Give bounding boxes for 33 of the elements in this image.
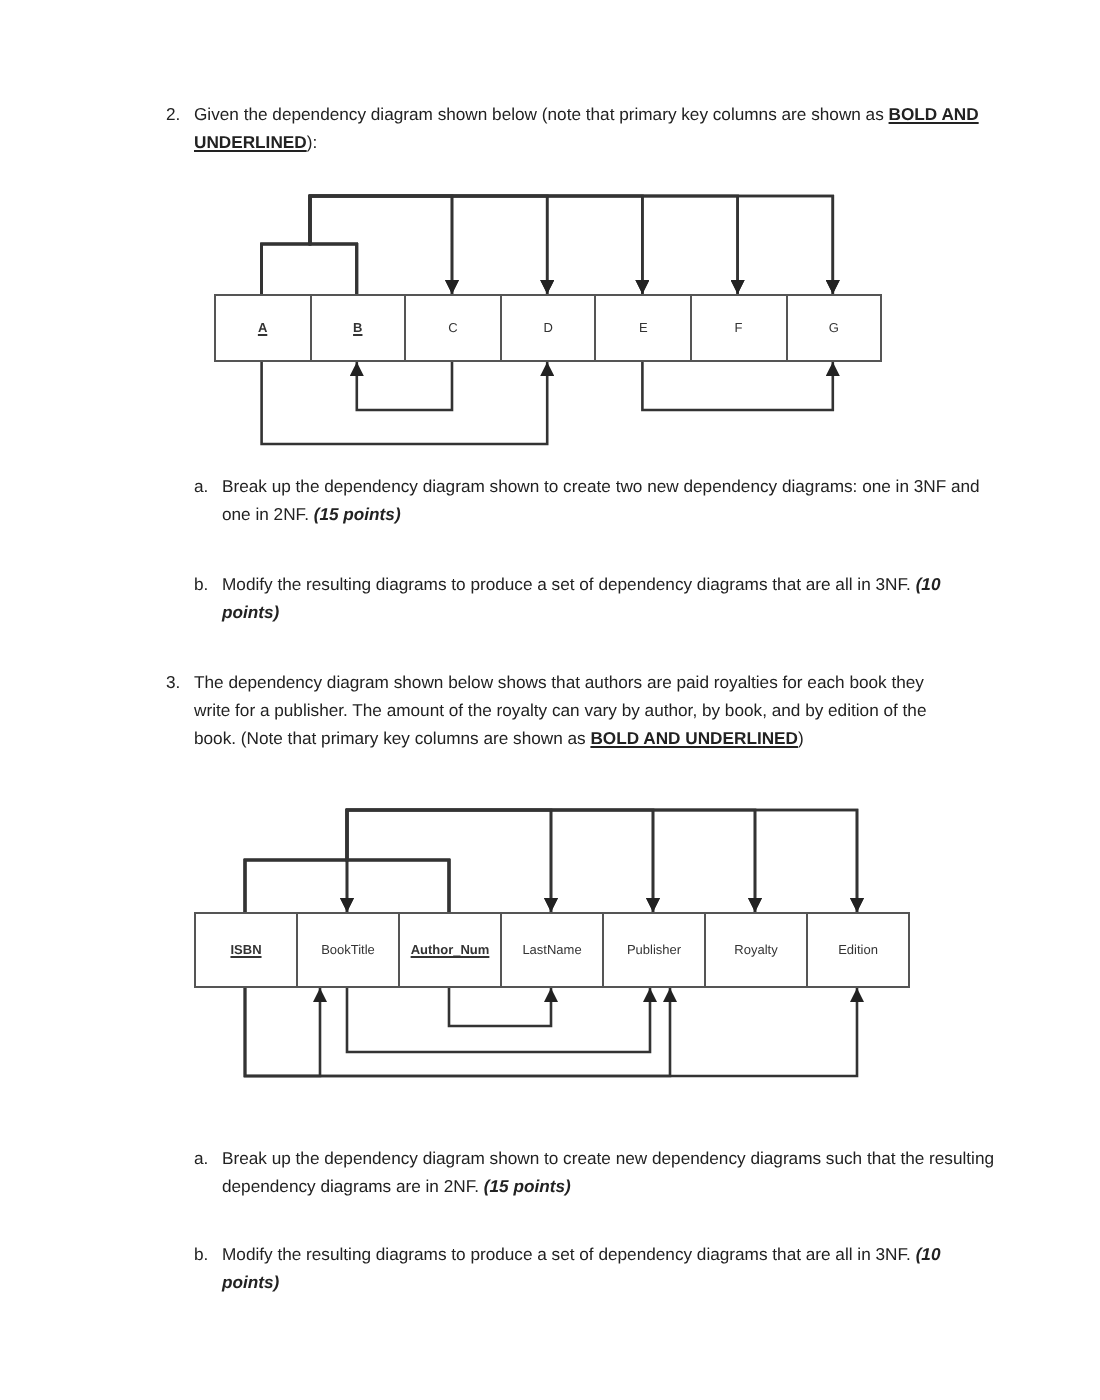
attribute-cell bbox=[296, 912, 400, 988]
attribute-cell bbox=[690, 294, 788, 362]
attribute-cell bbox=[499, 294, 597, 362]
attribute-cell bbox=[594, 294, 692, 362]
dependency-arrow bbox=[260, 362, 555, 446]
question-text: Modify the resulting diagrams to produce a set of dependency diagrams that are all in 3NF. (10 points) bbox=[222, 572, 943, 626]
attribute-cell bbox=[785, 294, 883, 362]
dependency-arrow bbox=[345, 808, 864, 912]
question-text: Modify the resulting diagrams to produce a set of dependency diagrams that are all in 3NF. (10 points) bbox=[222, 1242, 943, 1296]
attribute-cell bbox=[214, 294, 312, 362]
question-text: The dependency diagram shown below shows that authors are paid royalties for each book they write for a publisher. The amount of the royalty can vary by author, by book, and by edition of the book. (Note that primary key columns are shown as BOLD AND UNDERLINED) bbox=[194, 670, 929, 752]
attribute-cell bbox=[194, 912, 298, 988]
attribute-cell bbox=[404, 294, 502, 362]
dependency-arrow bbox=[345, 988, 657, 1054]
attribute-cell bbox=[398, 912, 502, 988]
question-number: a. bbox=[194, 474, 211, 500]
question-number: a. bbox=[194, 1146, 211, 1172]
attribute-cell bbox=[309, 294, 407, 362]
dependency-arrow bbox=[447, 988, 558, 1028]
question-number: b. bbox=[194, 1242, 211, 1268]
attribute-cell bbox=[704, 912, 808, 988]
attribute-cell bbox=[500, 912, 604, 988]
question-number: b. bbox=[194, 572, 211, 598]
question-text: Break up the dependency diagram shown to create two new dependency diagrams: one in 3NF and one in 2NF. (15 points) bbox=[222, 474, 982, 528]
attribute-cell bbox=[602, 912, 706, 988]
dependency-arrow bbox=[243, 988, 864, 1078]
question-text: Given the dependency diagram shown below (note that primary key columns are shown as BOLD AND UNDERLINED): bbox=[194, 102, 981, 156]
dependency-arrow bbox=[641, 362, 840, 412]
question-number: 3. bbox=[166, 670, 183, 696]
question-text: Break up the dependency diagram shown to create new dependency diagrams such that the resulting dependency diagrams are in 2NF. (15 points) bbox=[222, 1146, 997, 1200]
dependency-arrow bbox=[349, 362, 454, 412]
question-number: 2. bbox=[166, 102, 183, 128]
attribute-cell bbox=[806, 912, 910, 988]
